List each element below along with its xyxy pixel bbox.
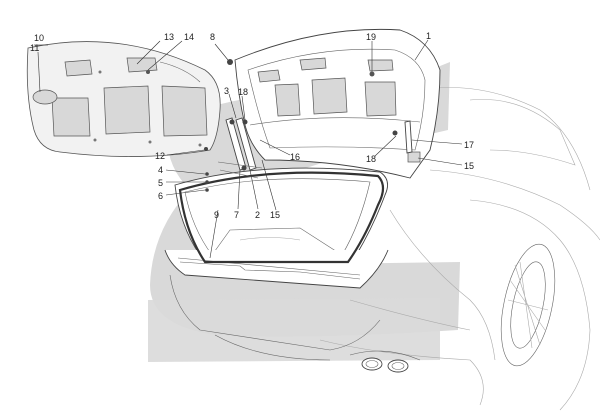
- callout-11: 11: [30, 43, 39, 53]
- callout-16: 16: [290, 152, 300, 162]
- trunk-opening: [164, 167, 421, 373]
- callout-15-lower: 15: [270, 210, 280, 220]
- callout-14: 14: [184, 32, 194, 42]
- callout-2: 2: [255, 210, 260, 220]
- callout-4: 4: [158, 165, 163, 175]
- callout-labels: 10 11 13 14 8 19 1 3 18 12 4 5 6 9 7 2 1…: [30, 31, 474, 220]
- callout-6: 6: [158, 191, 163, 201]
- callout-17: 17: [464, 140, 474, 150]
- callout-5: 5: [158, 178, 163, 188]
- gas-struts: [204, 59, 413, 192]
- trunk-lid: [234, 28, 441, 179]
- callout-3: 3: [224, 86, 229, 96]
- callout-15-right: 15: [464, 161, 474, 171]
- callout-7: 7: [234, 210, 239, 220]
- leader-lines: [34, 39, 463, 259]
- callout-12: 12: [155, 151, 165, 161]
- inner-trim-panel: [26, 41, 221, 157]
- trunk-seal: [178, 171, 385, 264]
- callout-10: 10: [34, 33, 44, 43]
- callout-18-upper: 18: [238, 87, 248, 97]
- callout-9: 9: [214, 210, 219, 220]
- callout-8: 8: [210, 32, 215, 42]
- car-body-outline: [319, 87, 600, 411]
- callout-1: 1: [426, 31, 431, 41]
- callout-13: 13: [164, 32, 174, 42]
- callout-19: 19: [366, 32, 376, 42]
- callout-18-lower: 18: [366, 154, 376, 164]
